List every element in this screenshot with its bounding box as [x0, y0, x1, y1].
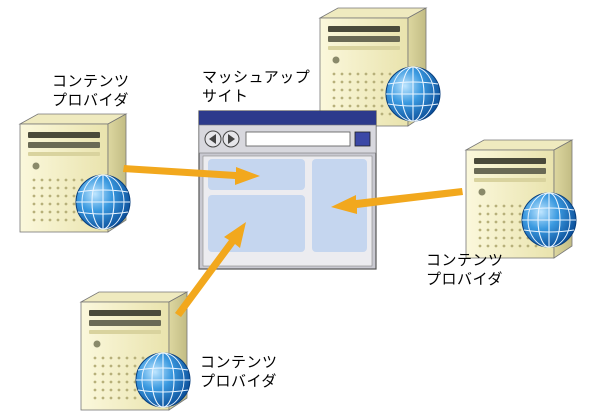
- arrow-icon: [123, 165, 260, 185]
- mashup-site-label: マッシュアップ サイト: [202, 68, 310, 106]
- provider-server-top: [319, 7, 441, 127]
- provider-label-bottom: コンテンツ プロバイダ: [200, 353, 278, 391]
- provider-label-left: コンテンツ プロバイダ: [52, 72, 130, 110]
- mashup-site-label-line1: マッシュアップ: [202, 68, 311, 86]
- browser-titlebar: [199, 111, 376, 125]
- arrow-icon: [331, 188, 463, 214]
- globe-icon: [135, 352, 191, 408]
- provider-server-left: [19, 113, 131, 233]
- go-button-icon: [354, 131, 371, 147]
- provider-label-right: コンテンツ プロバイダ: [426, 251, 504, 289]
- provider-label-line2: プロバイダ: [426, 270, 503, 288]
- globe-icon: [75, 174, 131, 230]
- globe-icon: [521, 192, 577, 248]
- provider-label-line2: プロバイダ: [52, 91, 129, 109]
- mashup-site-label-line2: サイト: [202, 87, 249, 105]
- provider-server-bottom: [80, 291, 191, 411]
- provider-label-line2: プロバイダ: [200, 372, 277, 390]
- globe-icon: [385, 66, 441, 122]
- content-panel: [208, 159, 305, 190]
- provider-label-line1: コンテンツ: [200, 353, 278, 371]
- provider-label-line1: コンテンツ: [426, 251, 504, 269]
- content-panel: [208, 195, 305, 252]
- provider-label-line1: コンテンツ: [52, 72, 130, 90]
- arrow-icon: [175, 222, 246, 317]
- address-bar: [245, 131, 351, 147]
- provider-server-right: [465, 139, 577, 259]
